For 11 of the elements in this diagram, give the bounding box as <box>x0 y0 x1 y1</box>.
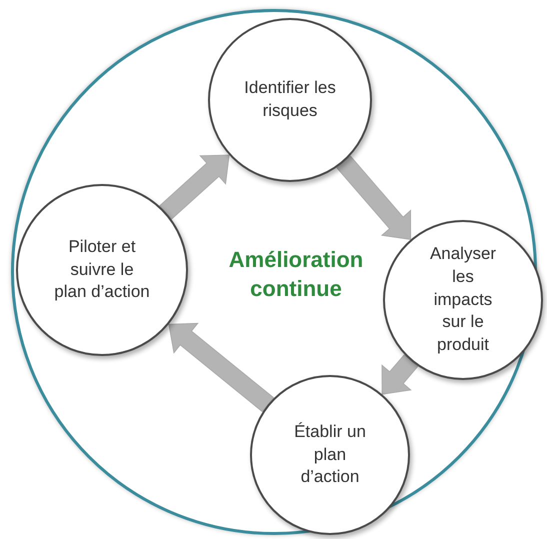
block-arrow <box>336 156 412 240</box>
block-arrow <box>382 354 418 395</box>
step-circle <box>208 18 372 182</box>
step-text: Analyser les impacts sur le produit <box>430 242 496 356</box>
step-text: Établir un plan d’action <box>293 420 367 488</box>
step-text: Identifier les risques <box>243 77 337 122</box>
block-arrow <box>168 322 274 412</box>
step-text: Piloter et suivre le plan d’action <box>53 236 151 304</box>
center-title: Amélioration continue <box>228 246 364 303</box>
step-circle <box>16 184 188 356</box>
block-arrow <box>159 154 230 220</box>
